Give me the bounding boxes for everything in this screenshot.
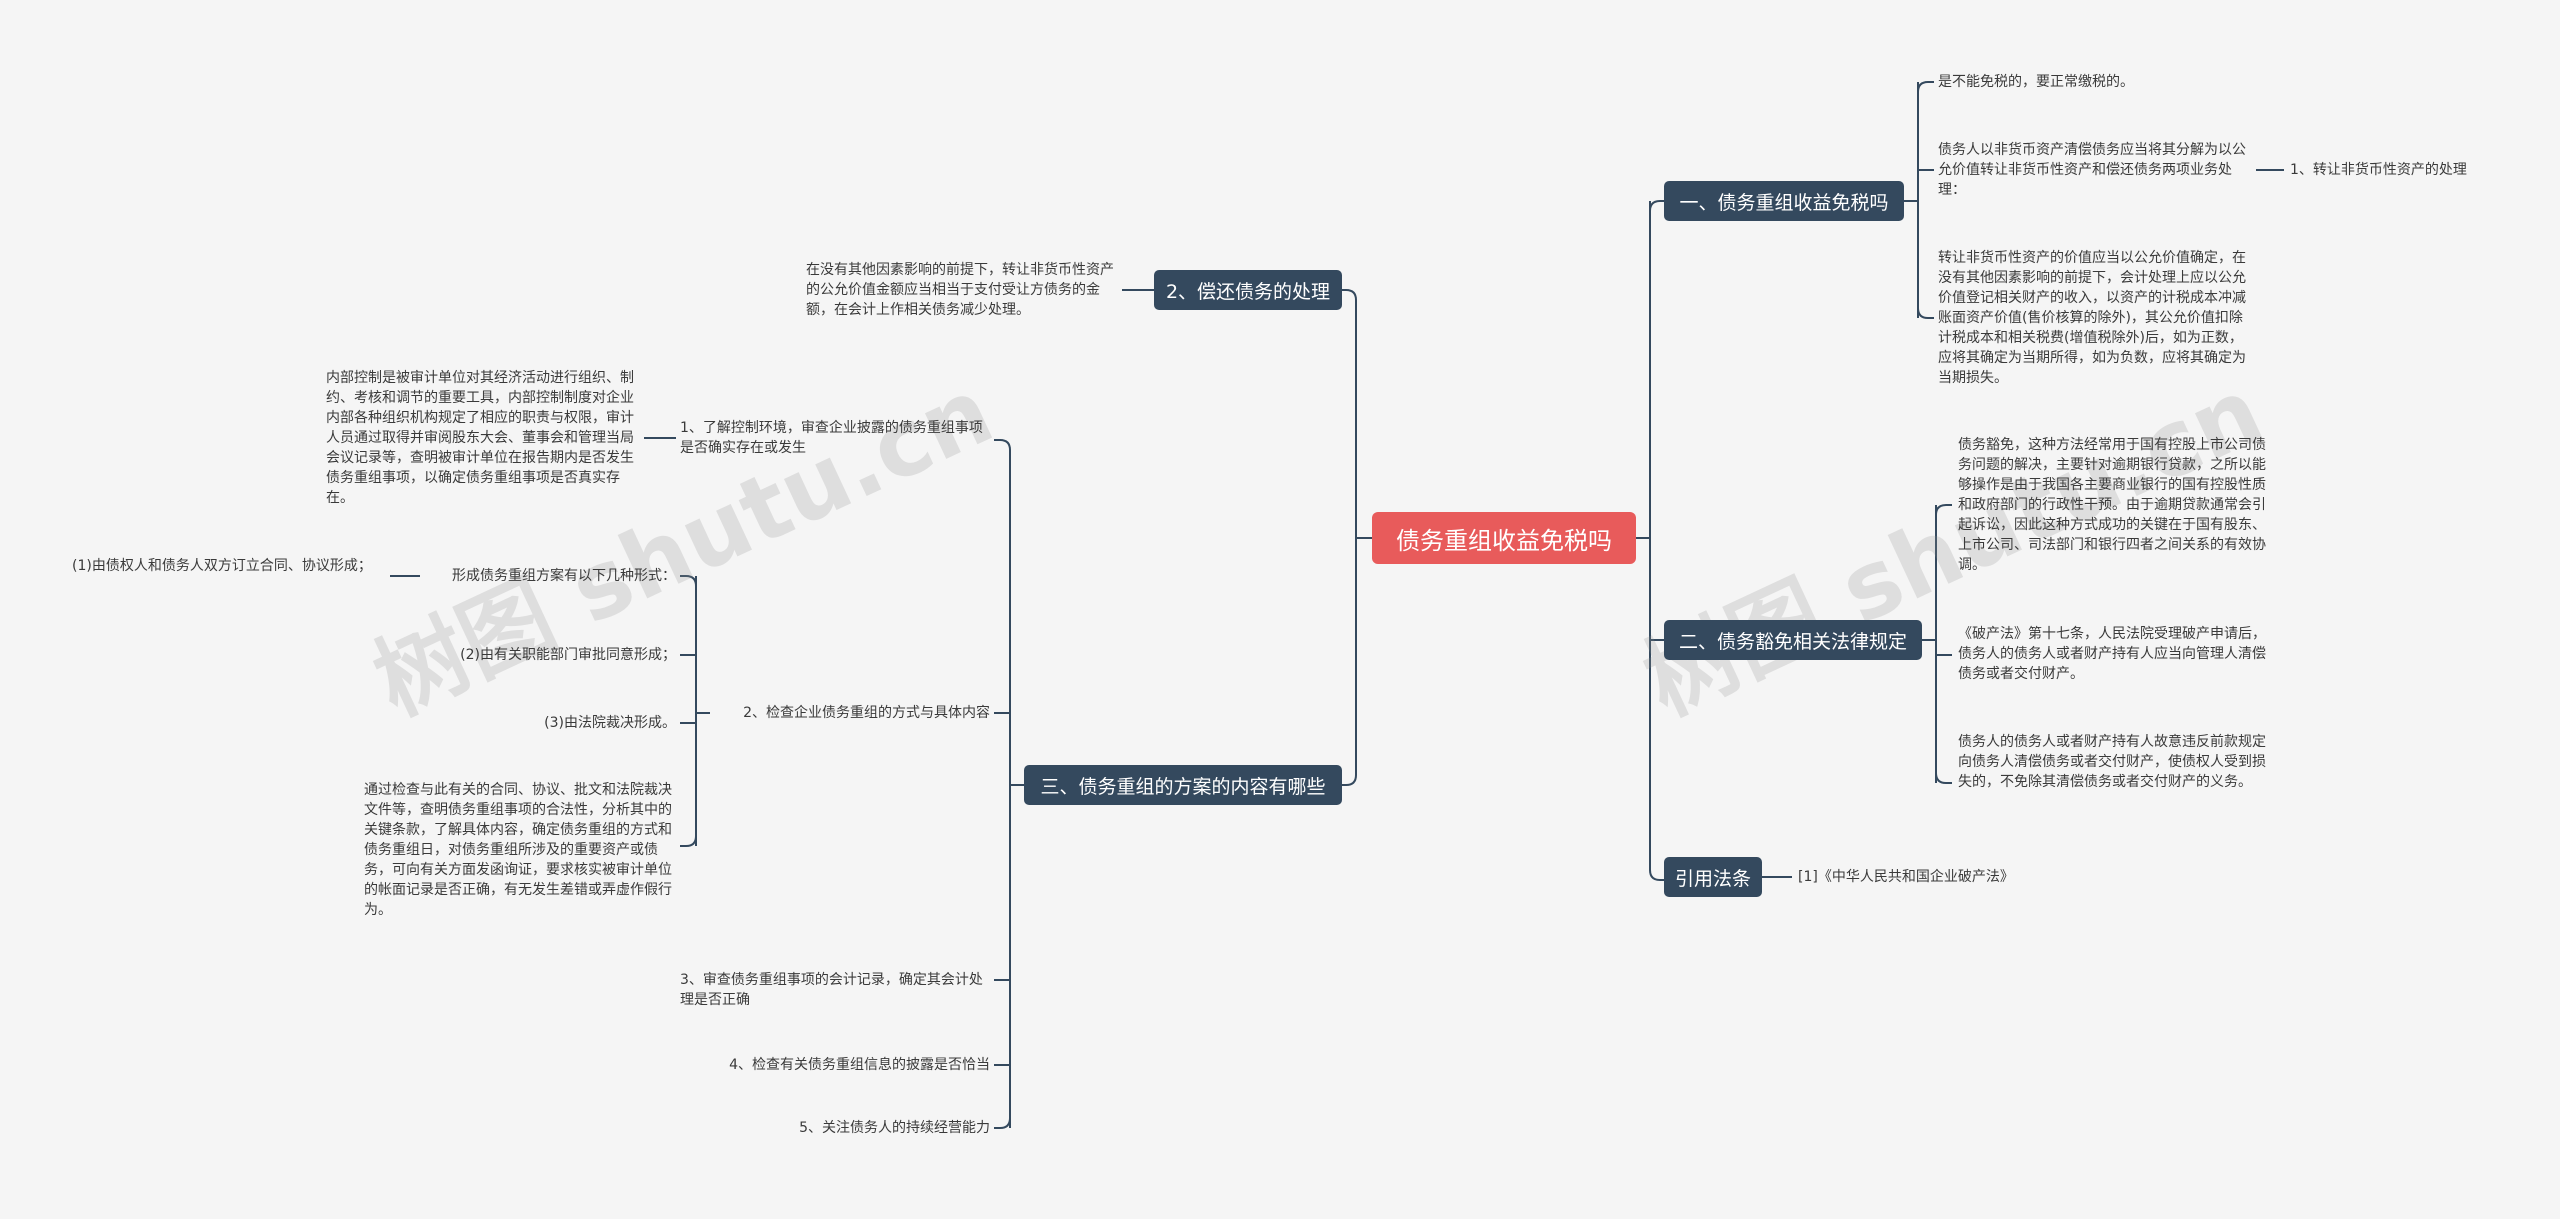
leaf-check-method: 2、检查企业债务重组的方式与具体内容 [743,705,990,721]
leaf-transfer-handling: 1、转让非货币性资产的处理 [2290,162,2467,178]
leaf-approval-form: (2)由有关职能部门审批同意形成； [460,647,676,663]
leaf-accounting-records: 3、审查债务重组事项的会计记录，确定其会计处理是否正确 [680,972,983,1008]
leaf-contract-form: (1)由债权人和债务人双方订立合同、协议形成； [72,558,372,574]
leaf-intentional-violation: 债务人的债务人或者财产持有人故意违反前款规定向债务人清偿债务或者交付财产，使债权… [1958,734,2266,790]
leaf-cited-law-item[interactable]: [1]《中华人民共和国企业破产法》 [1798,869,2014,885]
leaf-not-exempt: 是不能免税的，要正常缴税的。 [1938,74,2134,90]
leaf-court-form: (3)由法院裁决形成。 [544,715,676,731]
leaf-repayment-detail: 在没有其他因素影响的前提下，转让非货币性资产的公允价值金额应当相当于支付受让方债… [806,262,1114,318]
leaf-bankruptcy-article: 《破产法》第十七条，人民法院受理破产申请后，债务人的债务人或者财产持有人应当向管… [1958,626,2266,682]
leaf-fair-value: 转让非货币性资产的价值应当以公允价值确定，在没有其他因素影响的前提下，会计处理上… [1938,250,2246,386]
branch-cited-law[interactable]: 引用法条 [1664,857,1762,897]
leaf-internal-control: 内部控制是被审计单位对其经济活动进行组织、制约、考核和调节的重要工具，内部控制制… [326,370,634,506]
root-topic[interactable]: 债务重组收益免税吗 [1372,512,1636,564]
branch-restructuring-plan[interactable]: 三、债务重组的方案的内容有哪些 [1024,765,1342,805]
leaf-control-environment: 1、了解控制环境，审查企业披露的债务重组事项是否确实存在或发生 [680,420,983,456]
connector [994,439,1024,1129]
leaf-debt-waiver-method: 债务豁免，这种方法经常用于国有控股上市公司债务问题的解决，主要针对逾期银行贷款，… [1958,437,2266,573]
leaf-plan-forms: 形成债务重组方案有以下几种形式： [452,568,676,584]
leaf-verify-contracts: 通过检查与此有关的合同、协议、批文和法院裁决文件等，查明债务重组事项的合法性，分… [364,782,672,918]
connector [1342,289,1372,786]
connector [1636,200,1664,881]
branch-debt-waiver-law[interactable]: 二、债务豁免相关法律规定 [1664,620,1922,660]
connector [1904,81,1934,319]
connector [680,575,710,847]
branch-debt-repayment[interactable]: 2、偿还债务的处理 [1154,270,1342,310]
connector [1922,504,1952,784]
leaf-disclosure-check: 4、检查有关债务重组信息的披露是否恰当 [729,1057,990,1073]
leaf-non-monetary-split: 债务人以非货币资产清偿债务应当将其分解为以公允价值转让非货币性资产和偿还债务两项… [1938,142,2246,198]
branch-tax-exemption[interactable]: 一、债务重组收益免税吗 [1664,181,1904,221]
leaf-going-concern: 5、关注债务人的持续经营能力 [799,1120,990,1136]
